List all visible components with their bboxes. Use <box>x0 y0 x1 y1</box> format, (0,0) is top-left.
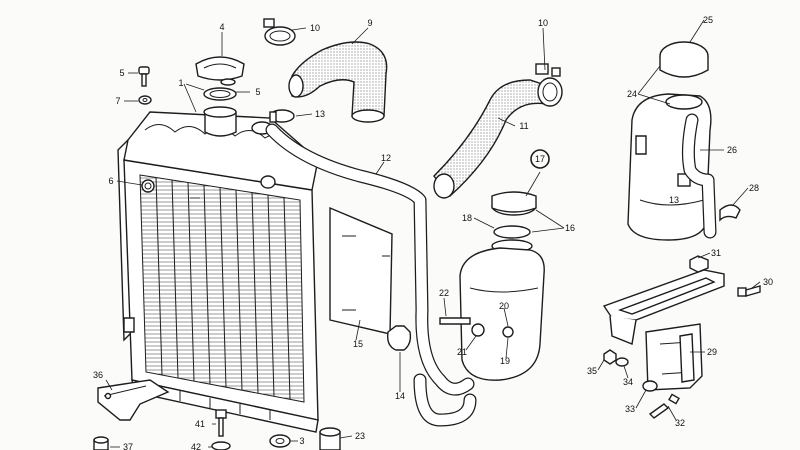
reservoir-neck <box>665 94 703 110</box>
callout-35: 35 <box>587 366 597 376</box>
callout-5-left: 5 <box>119 68 124 78</box>
callout-4: 4 <box>219 22 224 32</box>
radiator-filler-neck <box>204 111 237 137</box>
callout-6: 6 <box>108 176 113 186</box>
callout-24: 24 <box>627 89 637 99</box>
cap-seal <box>203 87 237 101</box>
expansion-tank-body <box>459 247 545 381</box>
washer-42 <box>211 441 231 450</box>
callout-30: 30 <box>763 277 773 287</box>
drain-plug <box>141 179 155 193</box>
bracket-36 <box>97 379 170 421</box>
radiator-core-tubes <box>155 176 291 400</box>
callout-17: 17 <box>535 154 545 164</box>
clip-28 <box>719 204 741 222</box>
washer-7 <box>138 95 152 105</box>
hose-clamp-13 <box>269 109 295 123</box>
panel-15 <box>329 206 393 335</box>
radiator-core <box>139 174 305 403</box>
callout-42: 42 <box>191 442 201 450</box>
clip-14 <box>386 325 412 351</box>
callout-13-left: 13 <box>315 109 325 119</box>
reservoir-body <box>627 93 712 241</box>
callout-13-right: 13 <box>669 195 679 205</box>
bracket-29 <box>602 269 725 391</box>
leader-lines <box>105 19 761 448</box>
callout-1: 1 <box>178 78 183 88</box>
callout-12: 12 <box>381 153 391 163</box>
callout-19: 19 <box>500 356 510 366</box>
bolt-41 <box>215 409 227 437</box>
callout-18: 18 <box>462 213 472 223</box>
callout-3: 3 <box>299 436 304 446</box>
radiator-cap-assembly <box>195 56 245 101</box>
callout-37: 37 <box>123 442 133 450</box>
spacer-37 <box>93 436 109 450</box>
nut-31 <box>689 255 709 273</box>
callout-5-right: 5 <box>255 87 260 97</box>
callout-34: 34 <box>623 377 633 387</box>
callout-29: 29 <box>707 347 717 357</box>
tank-seal <box>493 225 531 239</box>
reservoir <box>627 41 712 241</box>
nut-35 <box>603 349 617 365</box>
callout-31: 31 <box>711 248 721 258</box>
callout-28: 28 <box>749 183 759 193</box>
radiator-outlet <box>260 175 276 189</box>
callout-32: 32 <box>675 418 685 428</box>
cap-seal-small <box>220 78 236 86</box>
bolt-32 <box>648 393 680 419</box>
callout-36: 36 <box>93 370 103 380</box>
callout-22: 22 <box>439 288 449 298</box>
callout-9: 9 <box>367 18 372 28</box>
callout-14: 14 <box>395 391 405 401</box>
callout-25: 25 <box>703 15 713 25</box>
callout-labels: 1 3 4 5 5 6 7 9 10 10 11 12 13 13 14 15 … <box>93 15 773 450</box>
callout-33: 33 <box>625 404 635 414</box>
washer-33 <box>642 380 658 392</box>
callout-10-left: 10 <box>310 23 320 33</box>
callout-23: 23 <box>355 431 365 441</box>
bush-23 <box>319 427 341 450</box>
radiator <box>117 106 319 433</box>
hose-clamp-10-left <box>263 18 296 46</box>
radiator-cap <box>195 56 245 81</box>
callout-7: 7 <box>115 96 120 106</box>
hose-clamp-10-right <box>535 63 563 107</box>
bolt-30 <box>737 285 761 297</box>
callout-21: 21 <box>457 347 467 357</box>
callout-20: 20 <box>499 301 509 311</box>
callout-26: 26 <box>727 145 737 155</box>
grommet-3 <box>269 434 291 448</box>
bolt-22 <box>439 317 471 325</box>
callout-10-right: 10 <box>538 18 548 28</box>
washer-34 <box>615 357 629 367</box>
upper-hose-9 <box>291 41 388 121</box>
callout-15: 15 <box>353 339 363 349</box>
callout-17-circle <box>530 149 550 169</box>
callout-41: 41 <box>195 419 205 429</box>
callout-16: 16 <box>565 223 575 233</box>
bolt-5 <box>138 66 150 87</box>
expansion-tank <box>439 191 545 381</box>
callout-11: 11 <box>519 121 528 131</box>
